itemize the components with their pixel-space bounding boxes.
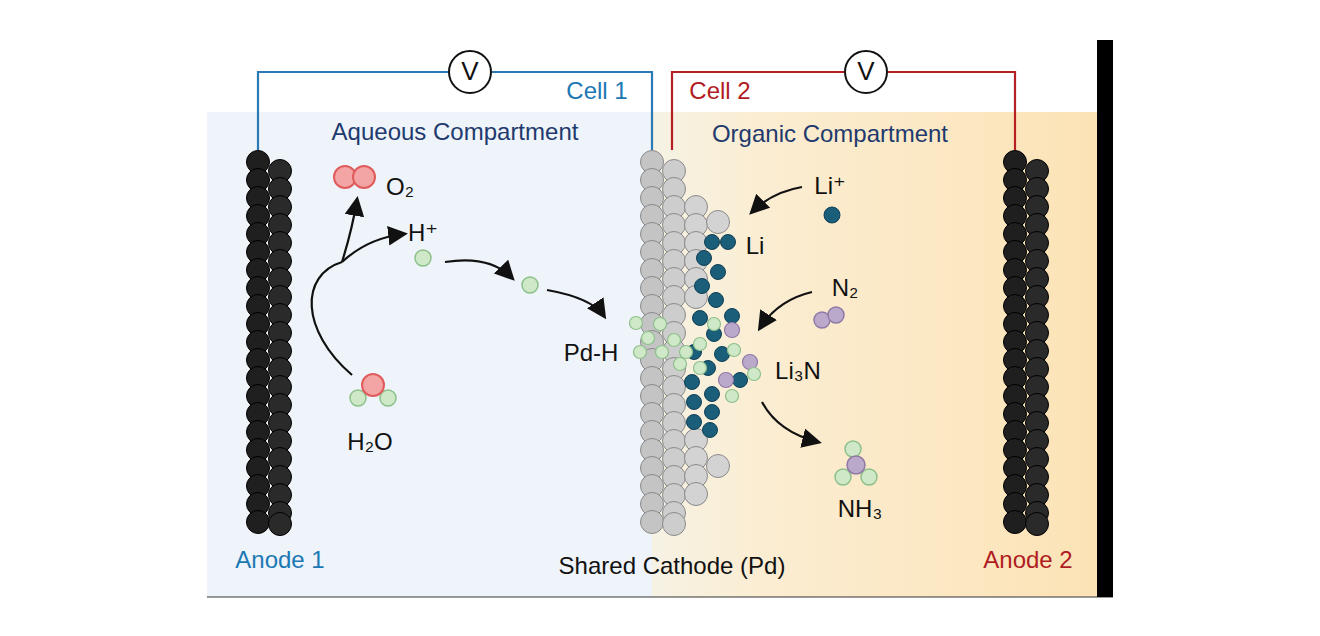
reaction-arrows — [312, 187, 818, 442]
species-label: H₂O — [347, 428, 392, 456]
edge-bar — [1097, 40, 1113, 597]
voltmeter-circle: V — [448, 50, 492, 94]
compartment-title: Aqueous Compartment — [332, 118, 579, 146]
cell-label: Cell 1 — [566, 77, 627, 105]
electrode-label: Anode 2 — [983, 546, 1072, 574]
electrode-label: Shared Cathode (Pd) — [559, 552, 786, 580]
species-label: Li — [746, 232, 765, 260]
species-label: O₂ — [386, 173, 414, 201]
voltmeter-symbol: V — [461, 57, 478, 87]
ammonia-molecule — [835, 441, 877, 485]
voltmeter-circle: V — [844, 50, 888, 94]
species-label: N₂ — [832, 274, 859, 302]
aqueous-ground — [207, 112, 652, 597]
anode-electrode: Anode 2 — [978, 150, 1078, 574]
species-label: Li⁺ — [814, 172, 845, 200]
n2-molecule — [814, 307, 844, 328]
lithium-ion — [824, 207, 840, 223]
lithium-atoms — [685, 235, 748, 438]
proton — [415, 250, 538, 293]
hydrogen-atoms — [630, 317, 761, 403]
species-label: NH₃ — [838, 495, 882, 523]
voltmeter-symbol: V — [857, 57, 874, 87]
o2-molecule — [334, 166, 375, 188]
species-label: Li₃N — [775, 357, 821, 385]
organic-ground — [652, 112, 1097, 597]
water-molecule — [350, 374, 396, 406]
anode-electrode: Anode 1 — [230, 150, 330, 574]
species-label: H⁺ — [408, 219, 438, 247]
compartment-title: Organic Compartment — [712, 120, 948, 148]
compartment-region: Organic CompartmentAnode 2 — [652, 112, 1097, 597]
cathode-spheres — [641, 151, 730, 536]
frame-line — [207, 597, 1113, 598]
anode-spheres — [247, 151, 1049, 536]
species-label: Pd-H — [564, 339, 619, 367]
cell-label: Cell 2 — [689, 77, 750, 105]
electrode-label: Anode 1 — [235, 546, 324, 574]
